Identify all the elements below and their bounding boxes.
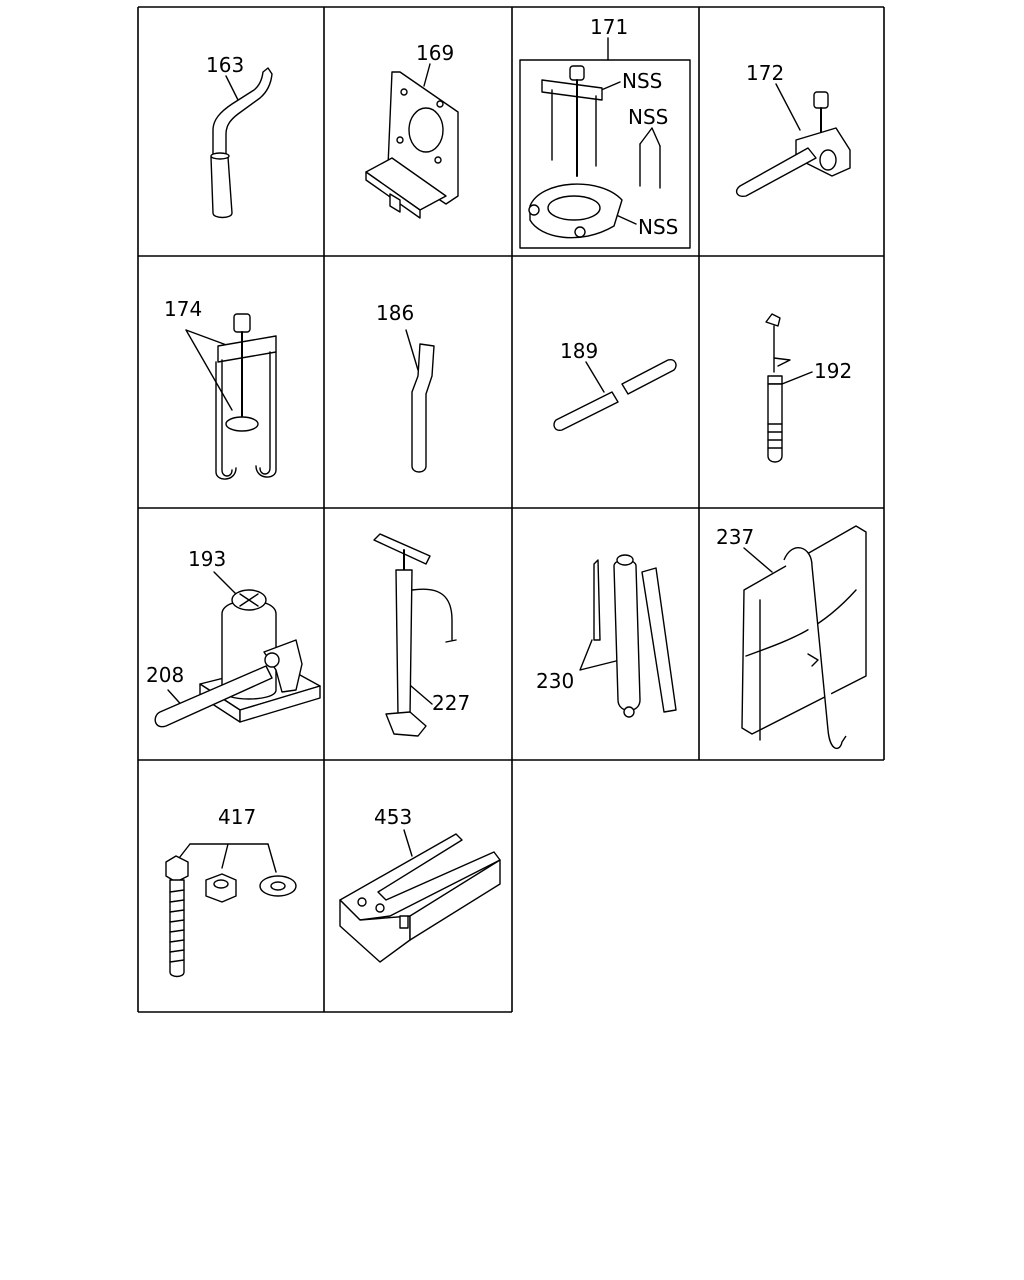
tool-174-cell: 174 (164, 297, 277, 480)
tool-237-cell: 237 (716, 525, 867, 750)
part-label-417: 417 (218, 805, 256, 829)
bent-rod-icon (212, 67, 273, 156)
tool-417-cell: 417 (165, 805, 297, 978)
grid-lines (137, 6, 885, 1013)
bolt-head-icon (165, 855, 189, 883)
part-label-172: 172 (746, 61, 784, 85)
part-label-174: 174 (164, 297, 202, 321)
nss-label-3: NSS (638, 215, 678, 239)
jack-handle-icon (154, 665, 273, 728)
handle-grip-icon (210, 156, 233, 219)
pump-t-handle-icon (373, 533, 431, 565)
tool-171-cell: 171 NSS NSS NSS (519, 15, 691, 249)
probe-handle-icon (767, 383, 783, 463)
grease-lever-icon (641, 567, 677, 713)
pressure-pad-icon (225, 416, 259, 432)
part-label-163: 163 (206, 53, 244, 77)
tool-230-cell: 230 (536, 554, 677, 718)
tool-163-cell: 163 (206, 53, 273, 219)
part-label-230: 230 (536, 669, 574, 693)
knurled-knob-icon (813, 91, 829, 109)
part-label-189: 189 (560, 339, 598, 363)
tool-186-cell: 186 (376, 301, 435, 473)
tool-189-cell: 189 (553, 339, 677, 432)
knurled-knob-icon (233, 313, 251, 333)
knurled-knob-icon (569, 65, 585, 81)
part-label-192: 192 (814, 359, 852, 383)
kit-frame (519, 59, 691, 249)
part-label-193: 193 (188, 547, 226, 571)
tool-227-cell: 227 (373, 533, 470, 737)
bag-strap-icon (783, 547, 847, 750)
part-label-453: 453 (374, 805, 412, 829)
grease-tube-icon (593, 559, 601, 641)
tool-172-cell: 172 (735, 61, 851, 198)
tool-bag-icon (741, 525, 867, 735)
tool-193-cell: 193 208 (146, 547, 321, 728)
rod-icon (621, 358, 677, 395)
nss-label-2: NSS (628, 105, 668, 129)
chisel-icon (411, 343, 435, 473)
bolt-shaft-icon (169, 879, 185, 978)
grease-gun-body-icon (613, 559, 641, 712)
tool-169-cell: 169 (365, 41, 459, 219)
clamp-arm-icon (735, 147, 817, 198)
tool-192-cell: 192 (765, 313, 852, 463)
part-label-208: 208 (146, 663, 184, 687)
part-label-169: 169 (416, 41, 454, 65)
part-label-186: 186 (376, 301, 414, 325)
pump-foot-icon (385, 711, 427, 737)
rod-icon (553, 391, 619, 432)
part-label-227: 227 (432, 691, 470, 715)
pump-barrel-icon (395, 569, 413, 717)
tool-453-cell: 453 (339, 805, 501, 963)
part-label-237: 237 (716, 525, 754, 549)
fixture-rails-icon (339, 833, 501, 921)
part-label-171: 171 (590, 15, 628, 39)
nss-label-1: NSS (622, 69, 662, 93)
